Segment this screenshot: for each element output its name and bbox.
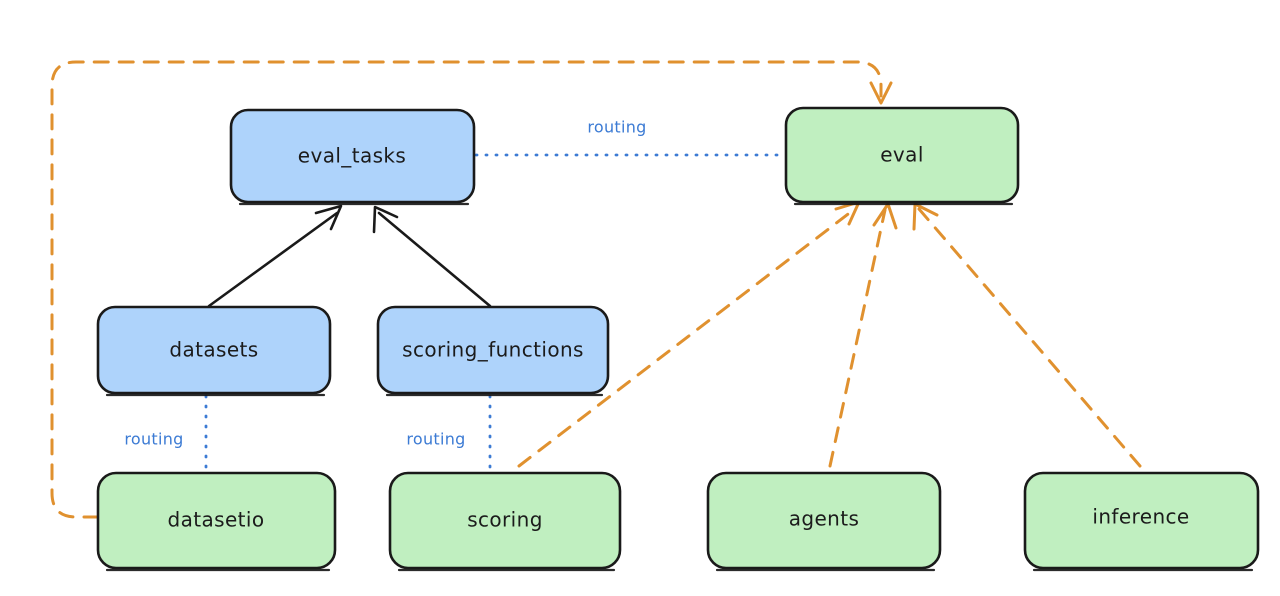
edge-datasets-to-datasetio: routing bbox=[124, 394, 208, 472]
edge-scoring-functions-to-eval-tasks-arrowhead bbox=[372, 205, 399, 234]
edge-eval-tasks-to-eval: routing bbox=[474, 118, 786, 157]
node-agents-label: agents bbox=[789, 507, 860, 531]
node-eval-tasks[interactable]: eval_tasks bbox=[229, 108, 476, 206]
edge-datasets-to-eval-tasks-arrowhead bbox=[314, 204, 343, 231]
node-agents-box bbox=[706, 471, 942, 570]
node-eval-tasks-box bbox=[229, 108, 476, 204]
node-inference[interactable]: inference bbox=[1023, 471, 1260, 572]
edge-datasets-to-eval-tasks-line bbox=[207, 211, 339, 308]
node-inference-label: inference bbox=[1092, 505, 1189, 529]
edge-scoring-functions-to-eval-tasks-line bbox=[377, 211, 492, 308]
node-datasetio[interactable]: datasetio bbox=[96, 471, 337, 572]
node-datasetio-box bbox=[96, 471, 337, 570]
node-scoring-functions-box bbox=[376, 305, 610, 395]
node-scoring-label: scoring bbox=[467, 508, 543, 532]
node-scoring-box bbox=[388, 471, 622, 570]
node-datasets-label: datasets bbox=[169, 338, 258, 362]
edge-datasetio-to-eval bbox=[50, 60, 893, 519]
edge-scoring-to-eval-line bbox=[517, 206, 858, 468]
edge-datasetio-to-eval-line bbox=[50, 60, 883, 519]
edge-agents-to-eval-line bbox=[828, 208, 887, 468]
edge-label-routing-eval-tasks: routing bbox=[587, 118, 646, 137]
edge-inference-to-eval bbox=[912, 202, 1142, 468]
edge-datasetio-to-eval-arrowhead bbox=[869, 81, 893, 105]
edge-label-routing-datasets: routing bbox=[124, 430, 183, 449]
edge-scoring-functions-to-eval-tasks bbox=[372, 205, 492, 308]
edge-label-routing-scoring-functions: routing bbox=[406, 430, 465, 449]
node-scoring-functions[interactable]: scoring_functions bbox=[376, 305, 610, 397]
edge-inference-to-eval-line bbox=[917, 207, 1142, 468]
node-scoring-functions-label: scoring_functions bbox=[402, 338, 584, 362]
edge-agents-to-eval bbox=[828, 202, 898, 468]
node-eval-label: eval bbox=[880, 143, 924, 167]
node-datasets[interactable]: datasets bbox=[96, 305, 332, 397]
node-eval-box bbox=[784, 106, 1020, 204]
node-agents[interactable]: agents bbox=[706, 471, 942, 572]
node-inference-box bbox=[1023, 471, 1260, 570]
edge-scoring-functions-to-scoring: routing bbox=[406, 394, 492, 472]
node-datasets-box bbox=[96, 305, 332, 395]
node-scoring[interactable]: scoring bbox=[388, 471, 622, 572]
node-eval-tasks-label: eval_tasks bbox=[298, 144, 406, 168]
node-eval[interactable]: eval bbox=[784, 106, 1020, 206]
edge-datasets-to-eval-tasks bbox=[207, 204, 343, 308]
node-datasetio-label: datasetio bbox=[167, 508, 264, 532]
